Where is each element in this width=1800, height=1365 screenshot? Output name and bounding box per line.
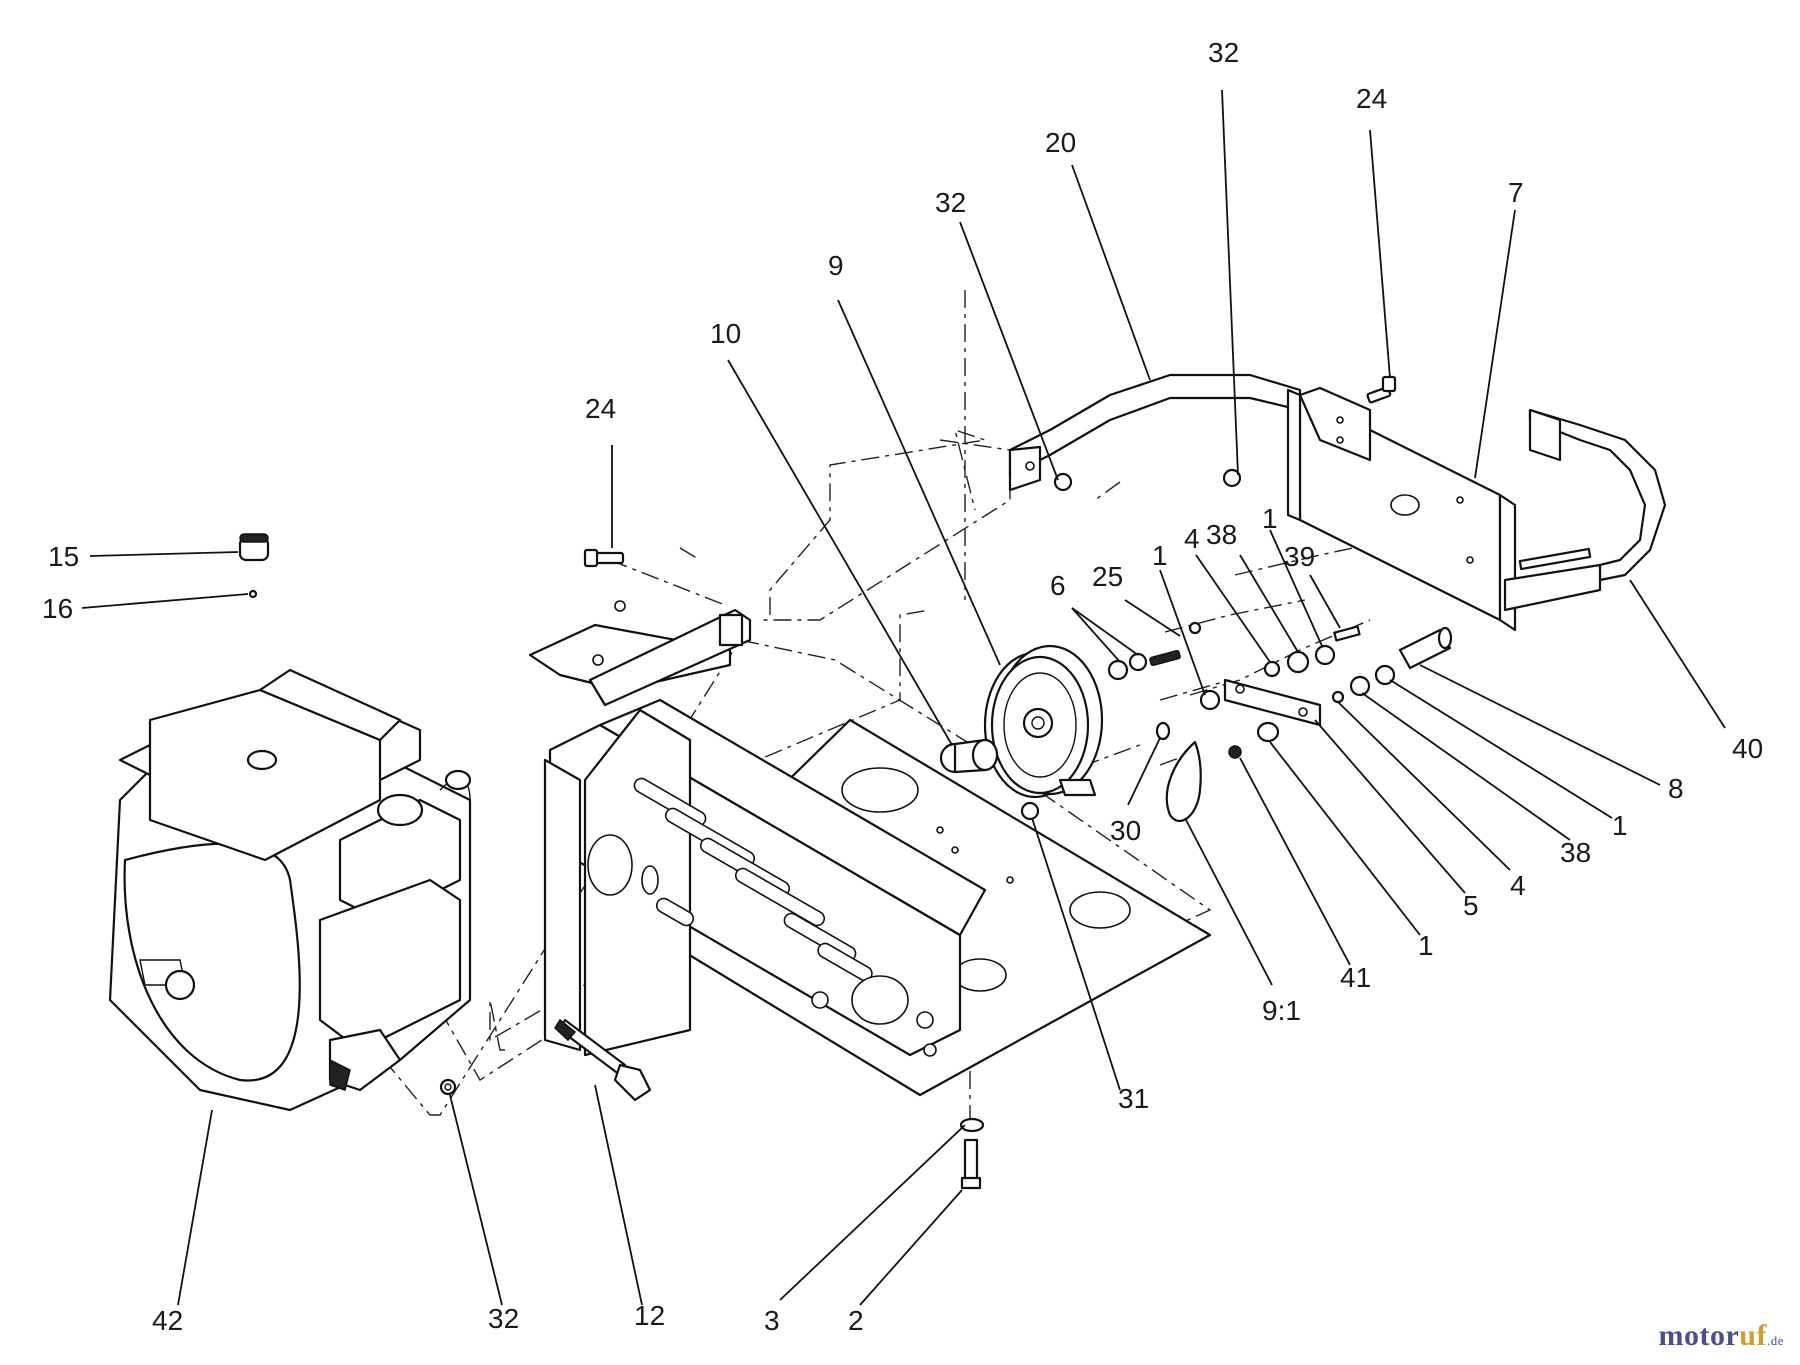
pto-clutch-pulley — [983, 644, 1104, 799]
callout-40: 40 — [1732, 733, 1763, 764]
callout-8: 8 — [1668, 773, 1684, 804]
watermark-accent: uf — [1739, 1319, 1767, 1352]
callout-1: 1 — [1418, 930, 1434, 961]
nut-31 — [1020, 801, 1040, 821]
mount-plate-7 — [1286, 386, 1517, 632]
callout-1: 1 — [1262, 503, 1278, 534]
bumper-40 — [1503, 408, 1667, 612]
callout-3: 3 — [764, 1305, 780, 1336]
callout-32: 32 — [935, 187, 966, 218]
frame-side-bracket — [543, 698, 987, 1057]
callout-31: 31 — [1118, 1083, 1149, 1114]
callout-9-1: 9:1 — [1262, 995, 1301, 1026]
callout-1: 1 — [1152, 540, 1168, 571]
callout-24: 24 — [585, 393, 616, 424]
callout-9: 9 — [828, 250, 844, 281]
callout-42: 42 — [152, 1305, 183, 1336]
spring-washer-bolt-25 — [1107, 621, 1202, 681]
callout-4: 4 — [1184, 523, 1200, 554]
callout-4: 4 — [1510, 870, 1526, 901]
engine — [108, 668, 472, 1112]
belt-guide-strap — [1165, 740, 1202, 822]
callout-24: 24 — [1356, 83, 1387, 114]
callout-numbers: 32 24 20 7 32 9 10 24 15 16 6 25 1 4 38 … — [42, 37, 1763, 1336]
callout-32: 32 — [488, 1303, 519, 1334]
callout-32: 32 — [1208, 37, 1239, 68]
washers — [1155, 689, 1280, 759]
callout-30: 30 — [1110, 815, 1141, 846]
watermark-brand: motor — [1658, 1319, 1740, 1352]
callout-1: 1 — [1612, 810, 1628, 841]
callout-6: 6 — [1050, 570, 1066, 601]
callout-5: 5 — [1463, 890, 1479, 921]
fuel-filter — [238, 533, 270, 599]
bushing-hardware — [1263, 625, 1396, 704]
callout-38: 38 — [1560, 837, 1591, 868]
deflector-bracket-20 — [1008, 373, 1302, 492]
callout-20: 20 — [1045, 127, 1076, 158]
callout-16: 16 — [42, 593, 73, 624]
idler-arm — [1223, 678, 1322, 727]
callout-7: 7 — [1508, 177, 1524, 208]
callout-leader-lines — [81, 89, 1726, 1306]
bolt-24-right — [1366, 375, 1397, 404]
spacer-10 — [939, 738, 999, 774]
bolt-24-left — [583, 548, 625, 568]
frame-cross-member — [528, 600, 752, 707]
callout-41: 41 — [1340, 962, 1371, 993]
callout-15: 15 — [48, 541, 79, 572]
nuts-32-upper — [1053, 468, 1242, 492]
spacer-8 — [1398, 626, 1453, 670]
callout-2: 2 — [848, 1305, 864, 1336]
watermark-logo: motoruf.de — [1658, 1319, 1784, 1353]
hose-fitting — [554, 1018, 652, 1102]
callout-38: 38 — [1206, 519, 1237, 550]
bolt-2-washer-3 — [959, 1117, 985, 1190]
callout-25: 25 — [1092, 561, 1123, 592]
callout-10: 10 — [710, 318, 741, 349]
nut-32-lower — [439, 1078, 457, 1096]
callout-39: 39 — [1284, 541, 1315, 572]
watermark-suffix: .de — [1766, 1333, 1784, 1348]
callout-12: 12 — [634, 1300, 665, 1331]
